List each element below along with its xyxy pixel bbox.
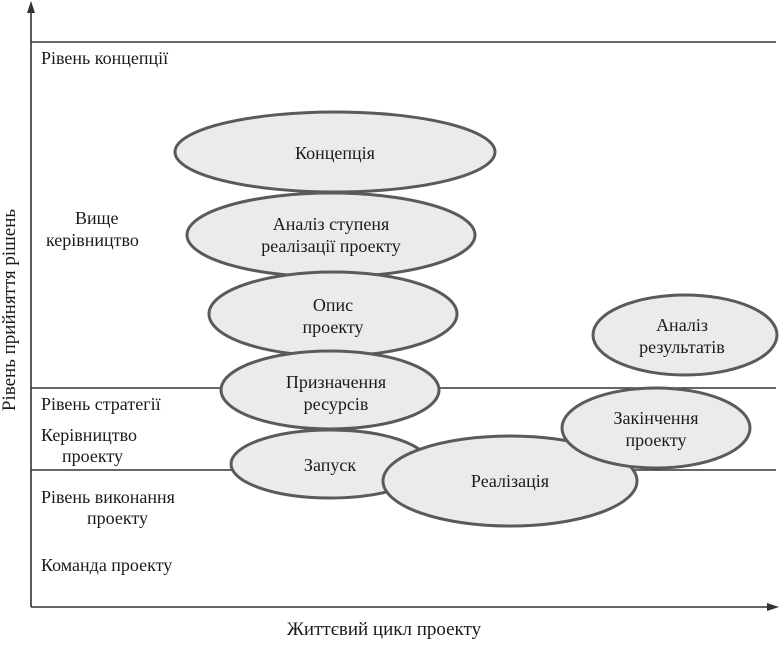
stage-feasibility: Аналіз ступеня реалізації проекту [185, 191, 477, 279]
x-axis-arrow-icon [767, 603, 779, 611]
stage-completion-label-line2: проекту [626, 430, 687, 450]
stage-resources: Призначення ресурсів [219, 349, 441, 431]
stage-completion: Закінчення проекту [560, 386, 752, 470]
stage-resources-label-line1: Призначення [286, 372, 386, 392]
stage-launch-label: Запуск [304, 455, 356, 475]
project-management-label-line2: проекту [62, 446, 123, 466]
project-management-label-line1: Керівництво [41, 425, 137, 445]
concept-level-label: Рівень концепції [41, 48, 168, 68]
project-team-label: Команда проекту [41, 555, 172, 575]
stage-implementation-label: Реалізація [471, 471, 549, 491]
stage-results-label-line2: результатів [639, 337, 725, 357]
stage-results-label-line1: Аналіз [656, 315, 708, 335]
stage-concept-label: Концепція [295, 143, 375, 163]
stage-description: Опис проекту [207, 270, 459, 358]
x-axis-label: Життєвий цикл проекту [287, 619, 482, 640]
top-management-label-line1: Вище [75, 208, 119, 228]
stage-concept: Концепція [173, 110, 497, 194]
execution-level-label-line2: проекту [87, 508, 148, 528]
y-axis-label: Рівень прийняття рішень [0, 209, 20, 411]
stage-completion-label-line1: Закінчення [614, 408, 699, 428]
execution-level-label-line1: Рівень виконання [41, 487, 175, 507]
y-axis [27, 1, 35, 607]
stage-implementation: Реалізація [381, 434, 639, 528]
stage-feasibility-label-line1: Аналіз ступеня [273, 214, 390, 234]
stage-resources-label-line2: ресурсів [304, 394, 369, 414]
y-axis-arrow-icon [27, 1, 35, 13]
x-axis [31, 603, 779, 611]
strategy-level-label: Рівень стратегії [41, 394, 161, 414]
stage-feasibility-label-line2: реалізації проекту [261, 236, 401, 256]
stage-results-analysis: Аналіз результатів [591, 293, 779, 377]
stage-description-label-line2: проекту [303, 317, 364, 337]
stage-description-label-line1: Опис [313, 295, 353, 315]
top-management-label-line2: керівництво [46, 230, 139, 250]
